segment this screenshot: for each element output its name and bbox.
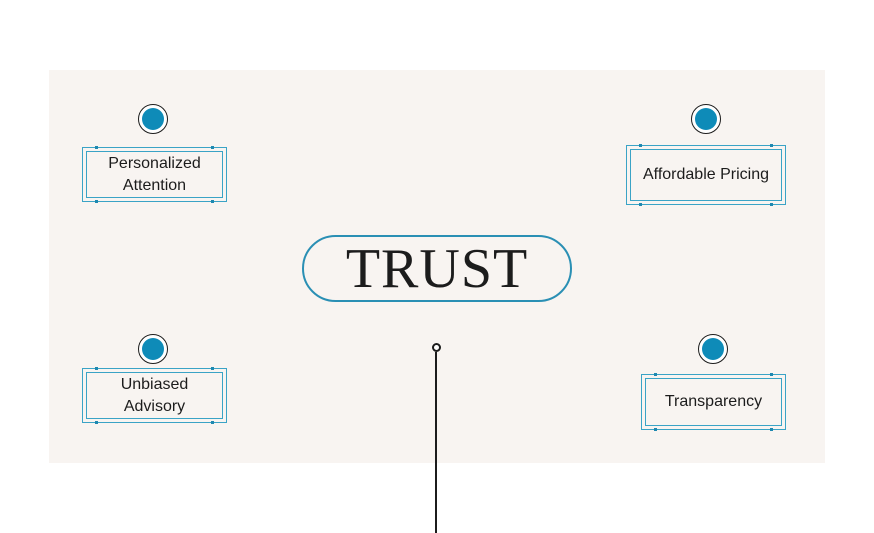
transparency-box: Transparency [641,373,786,431]
unbiased-advisory-label: Unbiased Advisory [86,372,223,419]
trust-center-pill: TRUST [302,235,572,302]
personalized-attention-marker-icon [138,104,168,134]
diagram-panel [49,70,825,463]
corner-tick [654,428,657,431]
corner-tick [95,146,98,149]
transparency-marker-icon [698,334,728,364]
unbiased-advisory-box: Unbiased Advisory [82,367,227,424]
corner-tick [770,203,773,206]
corner-tick [211,421,214,424]
transparency-label: Transparency [645,378,782,426]
corner-tick [639,203,642,206]
connector-pin-icon [432,343,441,352]
affordable-pricing-label: Affordable Pricing [630,149,782,201]
corner-tick [211,200,214,203]
corner-tick [95,421,98,424]
connector-line [435,352,437,533]
personalized-attention-box: Personalized Attention [82,146,227,203]
corner-tick [639,144,642,147]
corner-tick [654,373,657,376]
personalized-attention-label: Personalized Attention [86,151,223,198]
corner-tick [770,144,773,147]
affordable-pricing-marker-icon [691,104,721,134]
corner-tick [770,373,773,376]
corner-tick [770,428,773,431]
affordable-pricing-box: Affordable Pricing [626,144,786,206]
corner-tick [95,367,98,370]
corner-tick [95,200,98,203]
corner-tick [211,367,214,370]
corner-tick [211,146,214,149]
unbiased-advisory-marker-icon [138,334,168,364]
